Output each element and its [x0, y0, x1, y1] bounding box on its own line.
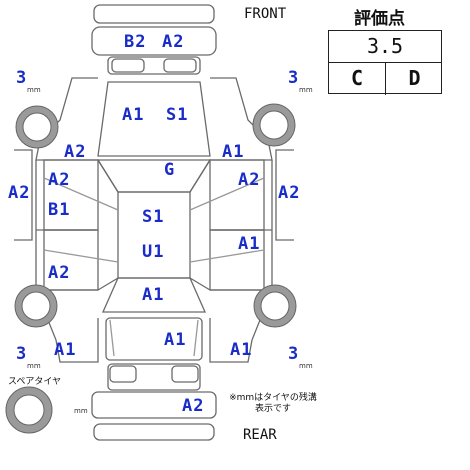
right-rear-door [209, 229, 265, 291]
tail-light-left [109, 365, 137, 383]
code-right-rear-door: A1 [238, 234, 261, 254]
code-left-front-door-1: A2 [48, 170, 71, 190]
code-left-front-door-2: B1 [48, 200, 71, 220]
code-right-front-fender-upper: A1 [222, 142, 245, 162]
tread-front-right: 3 [288, 68, 299, 88]
interior-score: C [329, 63, 386, 95]
rear-label: REAR [243, 427, 277, 443]
tread-front-left: 3 [16, 68, 27, 88]
tread-rear-right: 3 [288, 344, 299, 364]
tread-unit: mm [27, 362, 41, 370]
left-rear-door [43, 229, 99, 291]
spare-tire-label: スペアタイヤ [8, 377, 62, 387]
code-hood-right: S1 [166, 105, 189, 125]
code-right-rear-quarter: A1 [230, 340, 253, 360]
spare-tread-unit: mm [74, 407, 88, 415]
code-trunk: A1 [164, 330, 187, 350]
code-left-front-fender-upper: A2 [64, 142, 87, 162]
tread-unit: mm [299, 362, 313, 370]
overall-score: 3.5 [329, 31, 441, 63]
front-label: FRONT [244, 6, 287, 22]
code-roof-1: S1 [142, 207, 165, 227]
tread-rear-left: 3 [16, 344, 27, 364]
code-left-rear-door: A2 [48, 263, 71, 283]
spare-tire [5, 386, 53, 434]
tread-unit: mm [299, 86, 313, 94]
code-rear-glass: A1 [142, 285, 165, 305]
code-roof-2: U1 [142, 242, 165, 262]
front-left-tire [15, 105, 59, 149]
rear-left-tire [14, 284, 58, 328]
left-rear-quarter [35, 289, 99, 363]
front-bumper [91, 26, 217, 56]
mm-note: ※mmはタイヤの残溝表示です [229, 393, 317, 414]
code-rear-bumper: A2 [182, 396, 205, 416]
rear-glass [102, 277, 206, 313]
score-title: 評価点 [354, 9, 405, 29]
roof [117, 191, 191, 279]
trunk [105, 317, 203, 361]
code-right-front-door: A2 [238, 170, 261, 190]
code-windshield: G [164, 160, 176, 180]
right-rear-quarter [209, 289, 273, 363]
hood [97, 81, 211, 157]
code-front-bumper-right: A2 [162, 32, 185, 52]
rear-bumper [91, 391, 217, 419]
score-box: 3.5 C D [328, 30, 442, 95]
rear-right-tire [253, 284, 297, 328]
code-right-front-fender-side: A2 [278, 183, 301, 203]
tail-light-right [171, 365, 199, 383]
code-left-rear-quarter: A1 [54, 340, 77, 360]
tread-unit: mm [27, 86, 41, 94]
grille [111, 58, 145, 73]
exterior-score: D [408, 66, 421, 90]
code-left-front-fender-side: A2 [8, 183, 31, 203]
code-hood-left: A1 [122, 105, 145, 125]
front-bumper-top [93, 4, 215, 24]
code-front-bumper-left: B2 [124, 32, 147, 52]
front-right-tire [252, 103, 296, 147]
